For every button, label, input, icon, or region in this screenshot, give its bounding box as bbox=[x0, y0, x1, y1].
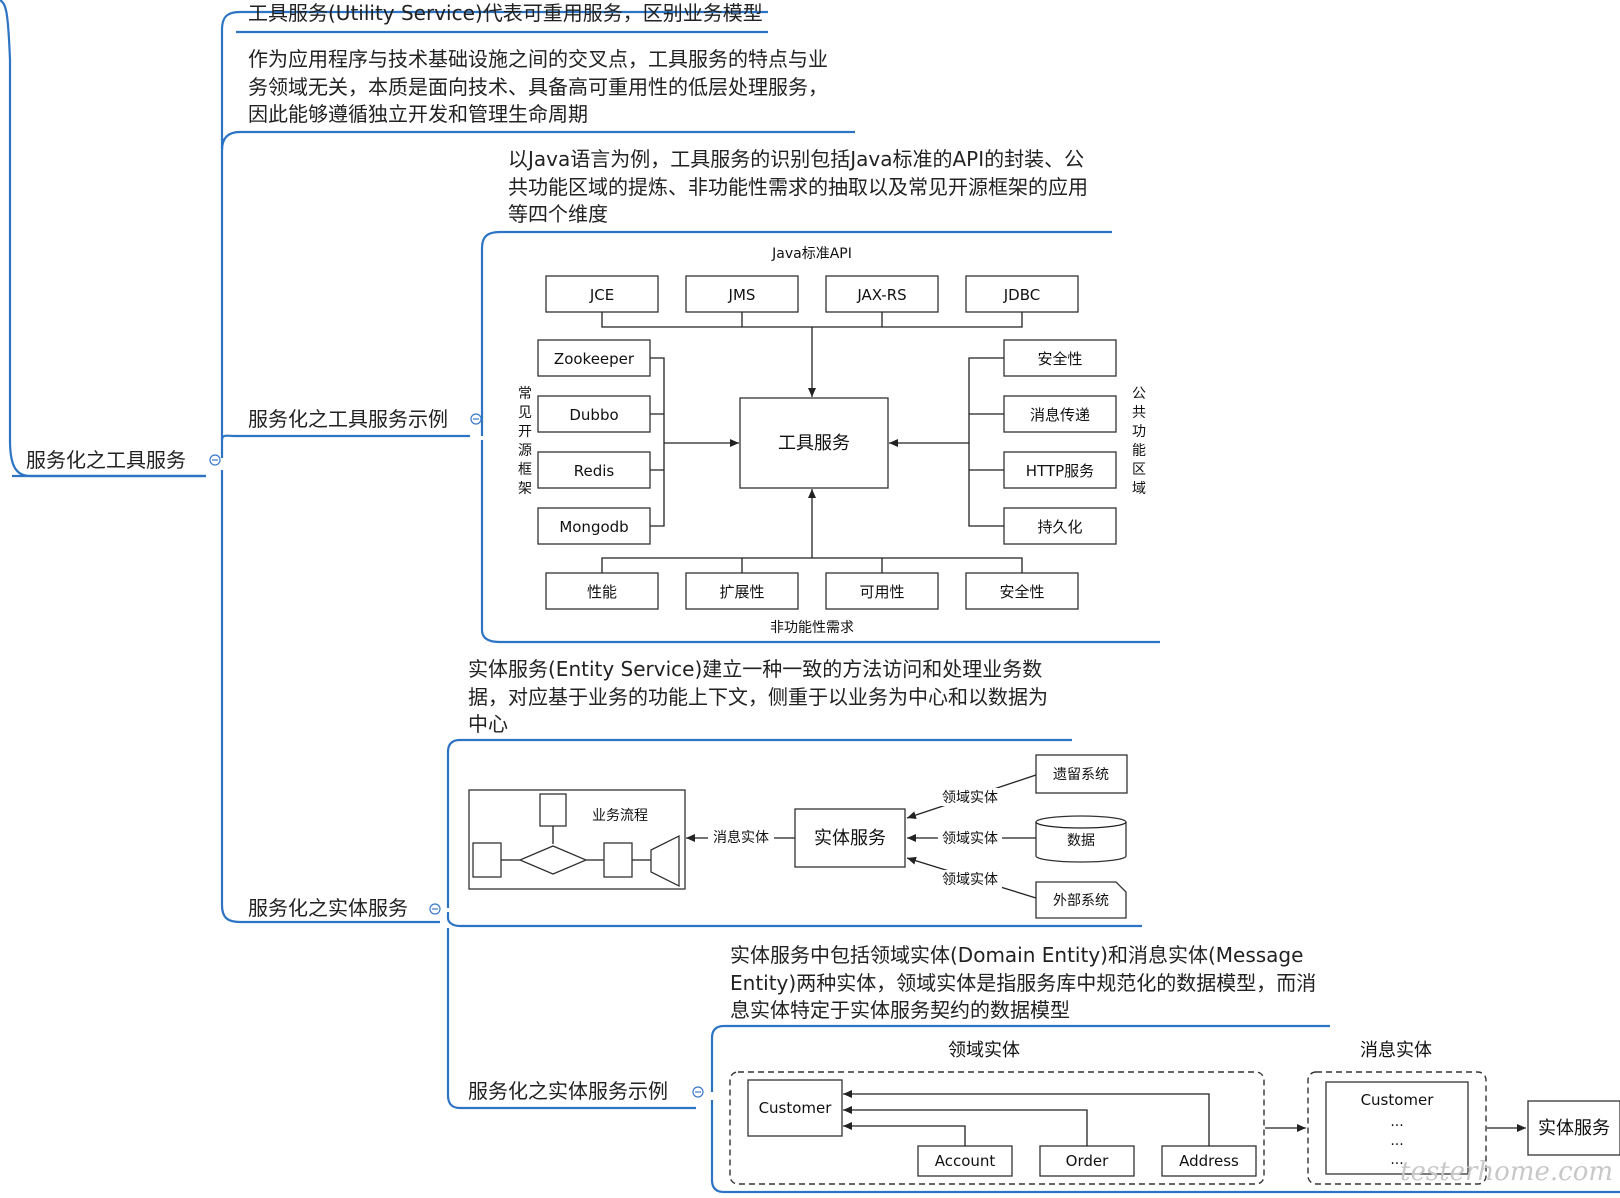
external-system-box bbox=[1035, 881, 1127, 919]
nfr-label: 扩展性 bbox=[719, 583, 764, 601]
domain-entity-title: 领域实体 bbox=[948, 1040, 1020, 1061]
entity-service-diagram: 业务流程 消息实体 实体服务 遗留系统 领域实体 数据 领域实体 外部系统 领域… bbox=[468, 754, 1128, 919]
utility-note-2-line-1: 作为应用程序与技术基础设施之间的交叉点，工具服务的特点与业 bbox=[248, 47, 828, 71]
framework-label: Dubbo bbox=[569, 406, 618, 424]
customer-label: Customer bbox=[759, 1099, 833, 1117]
entity-example-note-line-2: Entity)两种实体，领域实体是指服务库中规范化的数据模型，而消 bbox=[730, 971, 1316, 995]
process-output-shape bbox=[650, 834, 680, 888]
entity-service-box bbox=[794, 808, 906, 868]
ellipsis: ... bbox=[1390, 1152, 1403, 1168]
message-customer-label: Customer bbox=[1361, 1091, 1435, 1109]
utility-service-label: 工具服务 bbox=[778, 433, 850, 454]
nfr-label: 安全性 bbox=[999, 583, 1044, 601]
data-label: 数据 bbox=[1067, 833, 1095, 849]
utility-example-note-line-1: 以Java语言为例，工具服务的识别包括Java标准的API的封装、公 bbox=[508, 147, 1084, 171]
java-api-box bbox=[825, 275, 939, 313]
common-area-box bbox=[1003, 339, 1117, 377]
common-area-box bbox=[1003, 451, 1117, 489]
common-area-vertical-title: 公共功 能区域 bbox=[1132, 386, 1150, 497]
collapse-toggle-icon[interactable] bbox=[429, 903, 441, 915]
nfr-box bbox=[685, 572, 799, 610]
utility-note-2-line-3: 因此能够遵循独立开发和管理生命周期 bbox=[248, 102, 588, 126]
nfr-label: 性能 bbox=[587, 583, 617, 601]
watermark: testerhome.com bbox=[1400, 1157, 1613, 1187]
framework-label: Mongodb bbox=[559, 518, 628, 536]
common-area-label: 消息传递 bbox=[1030, 406, 1090, 424]
collapse-toggle-icon[interactable] bbox=[470, 413, 482, 425]
framework-box bbox=[537, 395, 651, 433]
entity-example-diagram: 领域实体 消息实体 Customer Account Order Address… bbox=[729, 1040, 1620, 1185]
ellipsis: ... bbox=[1390, 1114, 1403, 1130]
account-box bbox=[917, 1145, 1013, 1177]
java-api-label: JAX-RS bbox=[856, 286, 906, 304]
java-api-box bbox=[965, 275, 1079, 313]
entity-example-note-line-3: 息实体特定于实体服务契约的数据模型 bbox=[730, 998, 1070, 1022]
business-process-title: 业务流程 bbox=[592, 808, 648, 824]
nfr-label: 可用性 bbox=[859, 583, 904, 601]
domain-entity-label: 领域实体 bbox=[942, 872, 998, 888]
legacy-system-box bbox=[1035, 754, 1128, 794]
collapse-toggle-icon[interactable] bbox=[692, 1086, 704, 1098]
framework-box bbox=[537, 507, 651, 545]
entity-note-line-3: 中心 bbox=[468, 712, 508, 736]
entity-service-label: 实体服务 bbox=[814, 828, 886, 849]
common-area-box bbox=[1003, 395, 1117, 433]
account-label: Account bbox=[935, 1152, 996, 1170]
order-label: Order bbox=[1066, 1152, 1109, 1170]
utility-example-note-line-2: 共功能区域的提炼、非功能性需求的抽取以及常见开源框架的应用 bbox=[508, 175, 1088, 199]
java-api-label: JCE bbox=[589, 286, 614, 304]
framework-label: Redis bbox=[574, 462, 615, 480]
utility-note-2-line-2: 务领域无关，本质是面向技术、具备高可重用性的低层处理服务， bbox=[248, 75, 828, 99]
entity-note-line-1: 实体服务(Entity Service)建立一种一致的方法访问和处理业务数 bbox=[468, 657, 1042, 681]
utility-service-diagram: Java标准API JCE JMS JAX-RS JDBC 工具服务 Zooke… bbox=[518, 246, 1150, 636]
nfr-box bbox=[825, 572, 939, 610]
java-api-box bbox=[545, 275, 659, 313]
business-process-box bbox=[468, 789, 686, 890]
common-area-box bbox=[1003, 507, 1117, 545]
framework-vertical-title: 常见开 源框架 bbox=[518, 386, 536, 497]
entity-note-line-2: 据，对应基于业务的功能上下文，侧重于以业务为中心和以数据为 bbox=[468, 685, 1048, 709]
process-step-shape bbox=[539, 793, 567, 827]
address-box bbox=[1161, 1145, 1257, 1177]
common-area-label: 安全性 bbox=[1037, 350, 1082, 368]
message-entity-title: 消息实体 bbox=[1360, 1040, 1432, 1061]
address-label: Address bbox=[1179, 1152, 1239, 1170]
ellipsis: ... bbox=[1390, 1133, 1403, 1149]
entity-topic[interactable]: 服务化之实体服务 bbox=[248, 896, 408, 920]
domain-entity-label: 领域实体 bbox=[942, 790, 998, 806]
entity-example-note-line-1: 实体服务中包括领域实体(Domain Entity)和消息实体(Message bbox=[730, 943, 1303, 967]
root-topic[interactable]: 服务化之工具服务 bbox=[26, 448, 186, 472]
framework-label: Zookeeper bbox=[554, 350, 635, 368]
utility-service-box bbox=[739, 397, 889, 489]
entity-example-topic[interactable]: 服务化之实体服务示例 bbox=[468, 1079, 668, 1103]
customer-box bbox=[747, 1079, 843, 1137]
utility-example-note-line-3: 等四个维度 bbox=[508, 202, 608, 226]
example-entity-service-box bbox=[1527, 1100, 1620, 1156]
java-api-box bbox=[685, 275, 799, 313]
nfr-box bbox=[965, 572, 1079, 610]
process-step-shape bbox=[603, 842, 633, 878]
java-api-label: JDBC bbox=[1003, 286, 1040, 304]
utility-example-topic[interactable]: 服务化之工具服务示例 bbox=[248, 407, 448, 431]
utility-note-1: 工具服务(Utility Service)代表可重用服务，区别业务模型 bbox=[248, 1, 763, 25]
message-customer-box bbox=[1325, 1081, 1469, 1175]
common-area-label: 持久化 bbox=[1037, 518, 1082, 536]
message-entity-group bbox=[1307, 1071, 1487, 1185]
nfr-box bbox=[545, 572, 659, 610]
common-area-label: HTTP服务 bbox=[1026, 462, 1094, 480]
example-entity-service-label: 实体服务 bbox=[1538, 1118, 1610, 1139]
process-step-shape bbox=[472, 842, 502, 878]
nfr-title: 非功能性需求 bbox=[770, 620, 854, 636]
external-system-label: 外部系统 bbox=[1053, 893, 1109, 909]
legacy-system-label: 遗留系统 bbox=[1053, 767, 1109, 783]
collapse-toggle-icon[interactable] bbox=[209, 454, 221, 466]
java-api-label: JMS bbox=[728, 286, 756, 304]
message-entity-label: 消息实体 bbox=[713, 829, 769, 846]
java-api-title: Java标准API bbox=[771, 246, 852, 262]
domain-entity-label: 领域实体 bbox=[942, 831, 998, 847]
